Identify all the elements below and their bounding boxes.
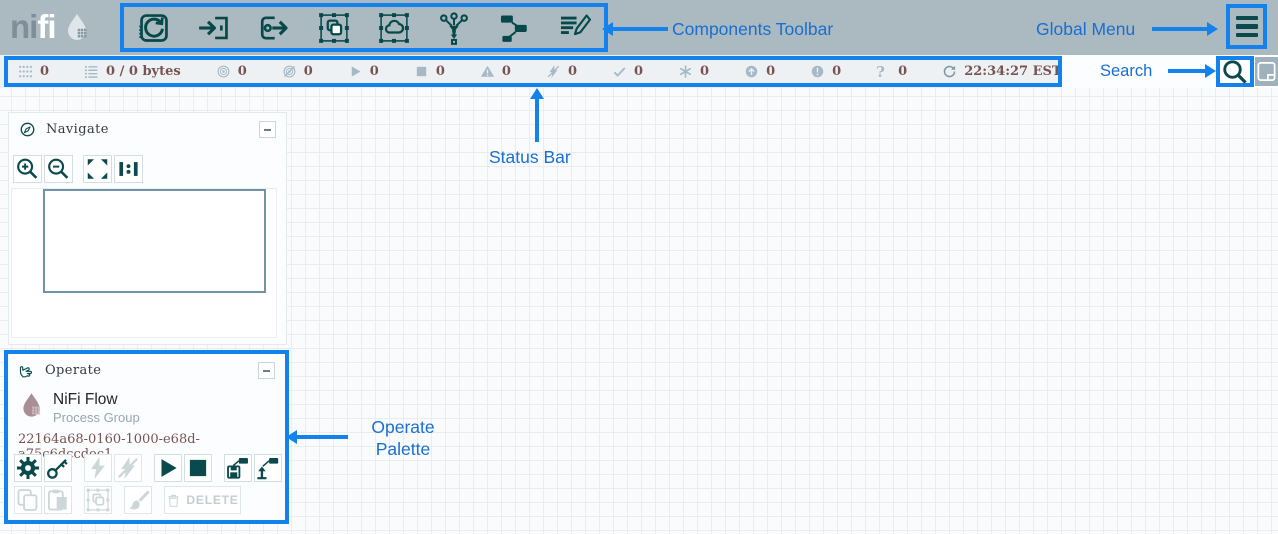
remote-process-group-button[interactable]: [377, 11, 411, 45]
hand-pointer-icon: [18, 362, 35, 379]
global-menu-annotation: Global Menu: [1036, 19, 1136, 39]
paste-button: [44, 486, 72, 514]
delete-button: DELETE: [164, 486, 241, 514]
funnel-button[interactable]: [437, 11, 471, 45]
stopped-status: 0: [414, 64, 445, 79]
bulletin-button[interactable]: [1255, 57, 1278, 86]
fit-button[interactable]: [83, 155, 112, 183]
queued-status: 0 / 0 bytes: [84, 64, 181, 79]
status-bar-arrow: [535, 98, 539, 142]
label-button[interactable]: [557, 11, 591, 45]
birdseye-viewport[interactable]: [43, 189, 266, 293]
operate-palette-arrow: [296, 435, 348, 439]
components-toolbar-arrow: [612, 27, 668, 31]
transmitting-icon: [216, 64, 231, 79]
queued-icon: [84, 64, 99, 79]
locally-modified-stale-status: 0: [810, 64, 841, 79]
process-group-droplet-icon: [18, 387, 45, 423]
color-button: [124, 486, 152, 514]
copy-button: [14, 486, 42, 514]
processor-button[interactable]: [137, 11, 171, 45]
actual-size-button[interactable]: [114, 155, 143, 183]
flow-type: Process Group: [53, 410, 140, 425]
hamburger-icon: [1235, 15, 1258, 21]
not-transmitting-icon: [282, 64, 297, 79]
active-threads-status: 0: [18, 64, 49, 79]
birdseye-view: [11, 188, 277, 338]
global-menu-button[interactable]: [1226, 4, 1267, 49]
note-icon: [1255, 60, 1278, 83]
invalid-icon: [480, 64, 495, 79]
search-arrow: [1168, 69, 1206, 73]
disable-button: [114, 454, 142, 482]
active-threads-icon: [18, 64, 33, 79]
status-bar-annotation: Status Bar: [489, 147, 571, 167]
components-toolbar-annotation: Components Toolbar: [672, 19, 834, 39]
navigate-title: Navigate: [46, 122, 109, 137]
running-icon: [348, 64, 363, 79]
locally-modified-icon: [678, 64, 693, 79]
sync-failure-status: ? 0: [876, 63, 908, 81]
process-group-button[interactable]: [317, 11, 351, 45]
operate-palette-annotation: Operate Palette: [371, 417, 435, 459]
disabled-status: 0: [546, 64, 577, 79]
running-status: 0: [348, 64, 379, 79]
compass-icon: [19, 121, 36, 138]
access-policies-button[interactable]: [44, 454, 72, 482]
stale-status: 0: [744, 64, 775, 79]
operate-title: Operate: [45, 363, 102, 378]
operate-palette: Operate NiFi Flow Process Group 22164a68…: [4, 350, 289, 524]
up-to-date-icon: [612, 64, 627, 79]
upload-template-button[interactable]: [254, 454, 282, 482]
sync-failure-icon: ?: [876, 63, 885, 81]
invalid-status: 0: [480, 64, 511, 79]
operate-actions-row-1: [14, 454, 282, 482]
stopped-icon: [414, 64, 429, 79]
search-button[interactable]: [1216, 56, 1254, 87]
search-icon: [1220, 57, 1250, 87]
group-button: [84, 486, 112, 514]
stale-icon: [744, 64, 759, 79]
transmitting-status: 0: [216, 64, 247, 79]
navigate-buttons: [13, 155, 143, 183]
logo-text-ni: ni: [10, 8, 38, 45]
last-refresh-status: 22:34:27 EST: [942, 64, 1058, 79]
locally-modified-status: 0: [678, 64, 709, 79]
enable-button: [84, 454, 112, 482]
zoom-in-button[interactable]: [13, 155, 42, 183]
trash-icon: [166, 493, 181, 508]
operate-header: Operate: [8, 354, 285, 379]
nifi-droplet-icon: [59, 7, 89, 47]
navigate-collapse-button[interactable]: [259, 121, 276, 138]
search-annotation: Search: [1100, 62, 1153, 80]
global-menu-arrow: [1152, 27, 1208, 31]
operate-actions-row-2: DELETE: [14, 486, 241, 514]
start-button[interactable]: [154, 454, 182, 482]
configuration-button[interactable]: [14, 454, 42, 482]
disabled-icon: [546, 64, 561, 79]
flow-name: NiFi Flow: [53, 391, 118, 408]
not-transmitting-status: 0: [282, 64, 313, 79]
up-to-date-status: 0: [612, 64, 643, 79]
locally-modified-stale-icon: [810, 64, 825, 79]
navigate-header: Navigate: [9, 113, 286, 138]
logo-text-fi: fi: [37, 8, 56, 45]
components-toolbar: [120, 3, 608, 52]
operate-collapse-button[interactable]: [258, 362, 275, 379]
stop-button[interactable]: [184, 454, 212, 482]
input-port-button[interactable]: [197, 11, 231, 45]
template-button[interactable]: [497, 11, 531, 45]
output-port-button[interactable]: [257, 11, 291, 45]
refresh-icon: [942, 64, 957, 79]
navigate-palette: Navigate: [8, 112, 287, 345]
create-template-button[interactable]: [224, 454, 252, 482]
status-bar: 0 0 / 0 bytes 0 0 0 0 0 0: [4, 56, 1062, 87]
zoom-out-button[interactable]: [44, 155, 73, 183]
